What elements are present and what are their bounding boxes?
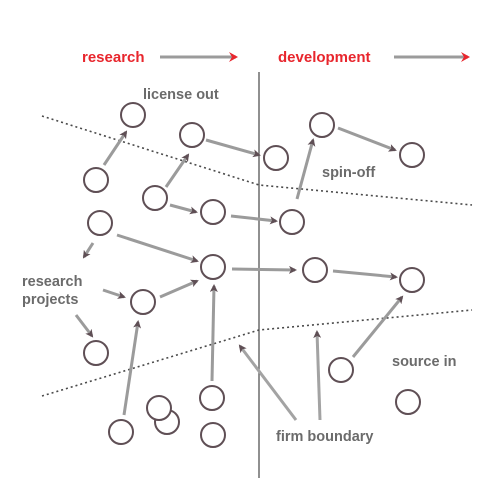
arrow-outside-to-middle: [122, 320, 142, 416]
firm-boundary-pointer-right: [313, 330, 322, 421]
arrow-outside-to-center: [209, 284, 218, 382]
node-source-in: [328, 357, 354, 383]
arrow-to-license-out: [102, 130, 128, 166]
node-research-center-upper: [200, 199, 226, 225]
spin-off-label: spin-off: [322, 165, 375, 181]
source-in-label: source in: [392, 354, 456, 370]
node-license-out: [120, 102, 146, 128]
node-research-upper: [179, 122, 205, 148]
development-header: development: [278, 49, 371, 66]
arrow-left-to-lower: [74, 314, 94, 338]
node-development-middle: [279, 209, 305, 235]
node-outside-lower-center: [199, 385, 225, 411]
node-research-middle: [130, 289, 156, 315]
node-development-upper: [263, 145, 289, 171]
arrow-source-in: [351, 295, 404, 358]
research-projects-label-line2: projects: [22, 292, 78, 308]
node-outside-lower-overlap-front: [146, 395, 172, 421]
node-research-center: [200, 254, 226, 280]
node-spin-off: [309, 112, 335, 138]
arrow-left-top-to-center: [116, 233, 199, 263]
node-outside-upper-left: [83, 167, 109, 193]
firm-boundary-bottom: [41, 309, 473, 397]
arrow-development-right: [332, 269, 398, 281]
arrow-to-spin-off: [295, 138, 316, 200]
research-projects-label-line1: research: [22, 274, 82, 290]
node-spin-off-end: [399, 142, 425, 168]
arrow-center-to-development: [231, 265, 297, 274]
arrow-to-development-node: [205, 138, 261, 158]
arrow-upper-left-up: [164, 153, 190, 188]
arrow-left-to-middle: [102, 288, 126, 299]
node-research-upper-left: [142, 185, 168, 211]
node-outside-lower-left: [108, 419, 134, 445]
arrow-crossing-divider-upper: [230, 214, 278, 225]
node-development-center: [302, 257, 328, 283]
firm-boundary-top: [41, 115, 473, 206]
node-research-left-bottom: [83, 340, 109, 366]
node-outside-bottom-center: [200, 422, 226, 448]
arrow-upper-left-right: [169, 203, 198, 215]
arrow-left-top-down: [82, 242, 95, 259]
node-research-left-top: [87, 210, 113, 236]
arrow-spin-off-right: [337, 126, 397, 152]
license-out-label: license out: [143, 87, 219, 103]
node-outside-lower-right: [395, 389, 421, 415]
firm-boundary-pointer-left: [238, 344, 298, 421]
node-development-end: [399, 267, 425, 293]
firm-boundary-label: firm boundary: [276, 429, 373, 445]
arrow-middle-to-center: [159, 279, 199, 299]
research-header: research: [82, 49, 145, 66]
